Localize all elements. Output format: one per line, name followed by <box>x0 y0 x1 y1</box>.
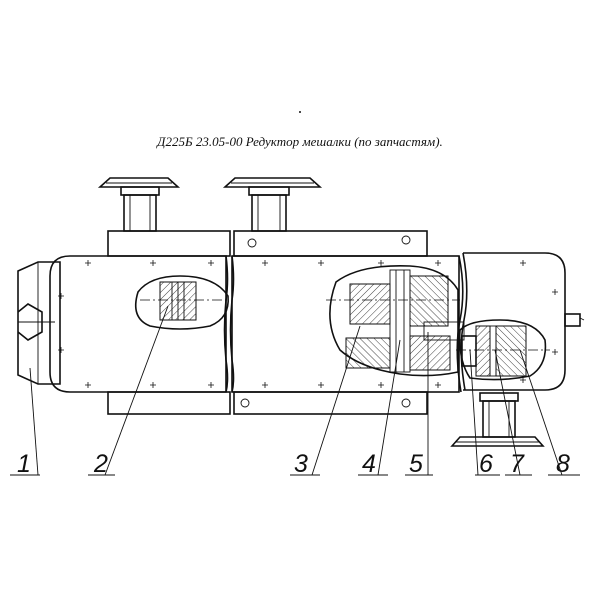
label-4: 4 <box>362 450 376 478</box>
right-housing <box>456 252 585 393</box>
top-mount-left <box>97 177 181 232</box>
label-2: 2 <box>93 450 108 478</box>
leader-lines <box>10 305 580 476</box>
drawing-title: Д225Б 23.05-00 Редуктор мешалки (по запч… <box>157 134 443 149</box>
bottom-output-flange <box>450 392 545 447</box>
mark-dot <box>299 111 301 113</box>
cutaway-left <box>134 275 230 330</box>
top-mount-right <box>222 177 323 232</box>
part-labels: 1 2 3 4 5 6 7 8 <box>17 450 570 478</box>
label-6: 6 <box>479 450 493 478</box>
label-3: 3 <box>294 450 308 478</box>
label-7: 7 <box>510 450 525 478</box>
top-plate <box>107 230 428 257</box>
label-1: 1 <box>17 450 31 478</box>
label-8: 8 <box>556 450 570 478</box>
label-5: 5 <box>409 450 423 478</box>
cutaway-right <box>456 319 550 381</box>
left-end-cover <box>17 261 61 385</box>
cutaway-center <box>326 265 465 377</box>
bolt-marks <box>58 260 558 388</box>
bottom-plate <box>107 391 428 415</box>
